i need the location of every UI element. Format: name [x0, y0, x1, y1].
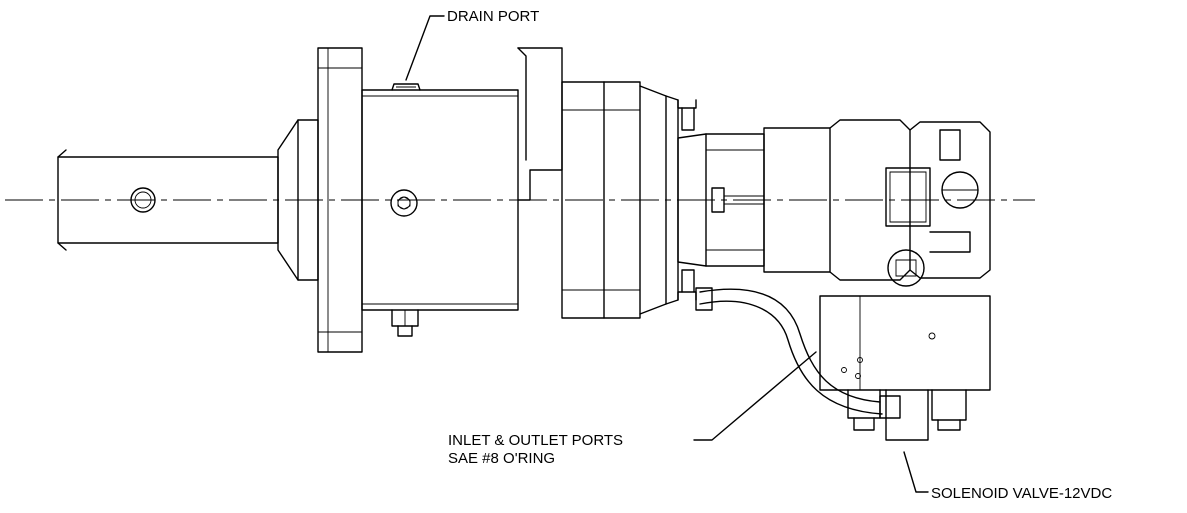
hose	[695, 287, 901, 419]
inlet-outlet-ports-label: INLET & OUTLET PORTS	[448, 432, 624, 449]
sae-oring-label: SAE #8 O'RING	[448, 450, 556, 467]
bottom-bolt	[391, 309, 419, 337]
leader-solenoid	[903, 451, 929, 493]
pump-fitting	[887, 249, 925, 287]
drain-port-fitting	[391, 83, 421, 91]
drain-port-label: DRAIN PORT	[447, 8, 540, 25]
main-housing	[361, 47, 563, 311]
solenoid-valve-label: SOLENOID VALVE-12VDC	[931, 485, 1113, 502]
leader-inlet-outlet	[693, 351, 817, 441]
valve-block	[819, 295, 991, 441]
mounting-flange	[317, 47, 363, 353]
leader-drain-port	[405, 15, 445, 81]
motor-body	[677, 119, 911, 281]
pump-head	[885, 121, 991, 279]
